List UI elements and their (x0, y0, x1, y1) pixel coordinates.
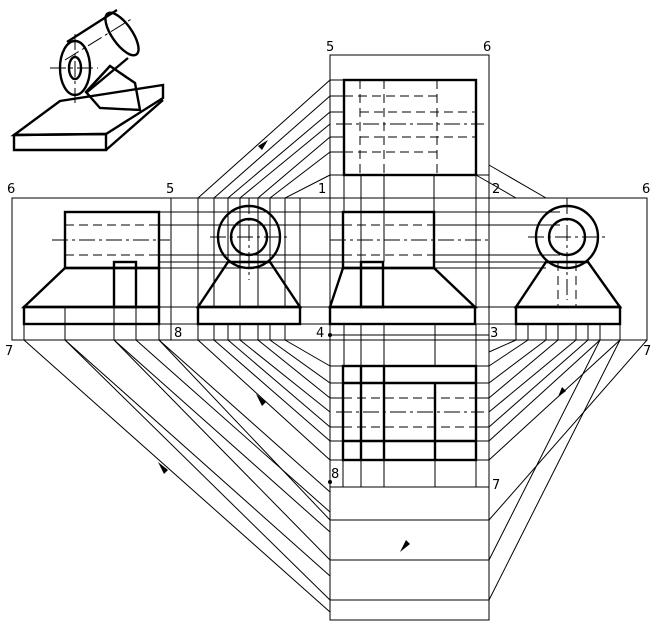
isometric-sketch (10, 8, 165, 152)
label-2: 2 (492, 182, 500, 197)
projection-lines-lower-right (476, 324, 621, 461)
side-view-right (513, 198, 623, 326)
label-right-6: 6 (642, 182, 650, 197)
label-bottom-8: 8 (331, 467, 339, 482)
label-8: 8 (174, 326, 182, 341)
label-top-6: 6 (483, 40, 491, 55)
label-left-7: 7 (5, 344, 13, 359)
arrow-middle-right (558, 387, 566, 397)
arrow-upper-left (258, 140, 268, 150)
vertical-projection-lines (330, 175, 489, 488)
point-8-marker (328, 480, 332, 484)
arrow-middle-left (256, 394, 266, 406)
bottom-view (336, 364, 484, 462)
horizontal-projection-lines (159, 211, 560, 325)
label-left-6: 6 (7, 182, 15, 197)
label-bottom-7: 7 (492, 478, 500, 493)
label-3: 3 (490, 326, 498, 341)
projection-lines-upper-left (197, 79, 344, 307)
construction-frames (11, 54, 648, 621)
projection-lines-upper-right (475, 164, 547, 199)
top-view (336, 78, 484, 177)
label-left-5: 5 (166, 182, 174, 197)
label-top-5: 5 (326, 40, 334, 55)
direction-arrows (158, 140, 566, 552)
label-4: 4 (316, 326, 324, 341)
projection-lines-lower-middle (64, 339, 648, 601)
arrow-lower-right (400, 540, 410, 552)
label-right-7: 7 (643, 344, 651, 359)
label-1: 1 (318, 182, 326, 197)
point-4-marker (328, 333, 332, 337)
left-front-view (20, 210, 170, 326)
arrow-lower-left (158, 462, 168, 474)
